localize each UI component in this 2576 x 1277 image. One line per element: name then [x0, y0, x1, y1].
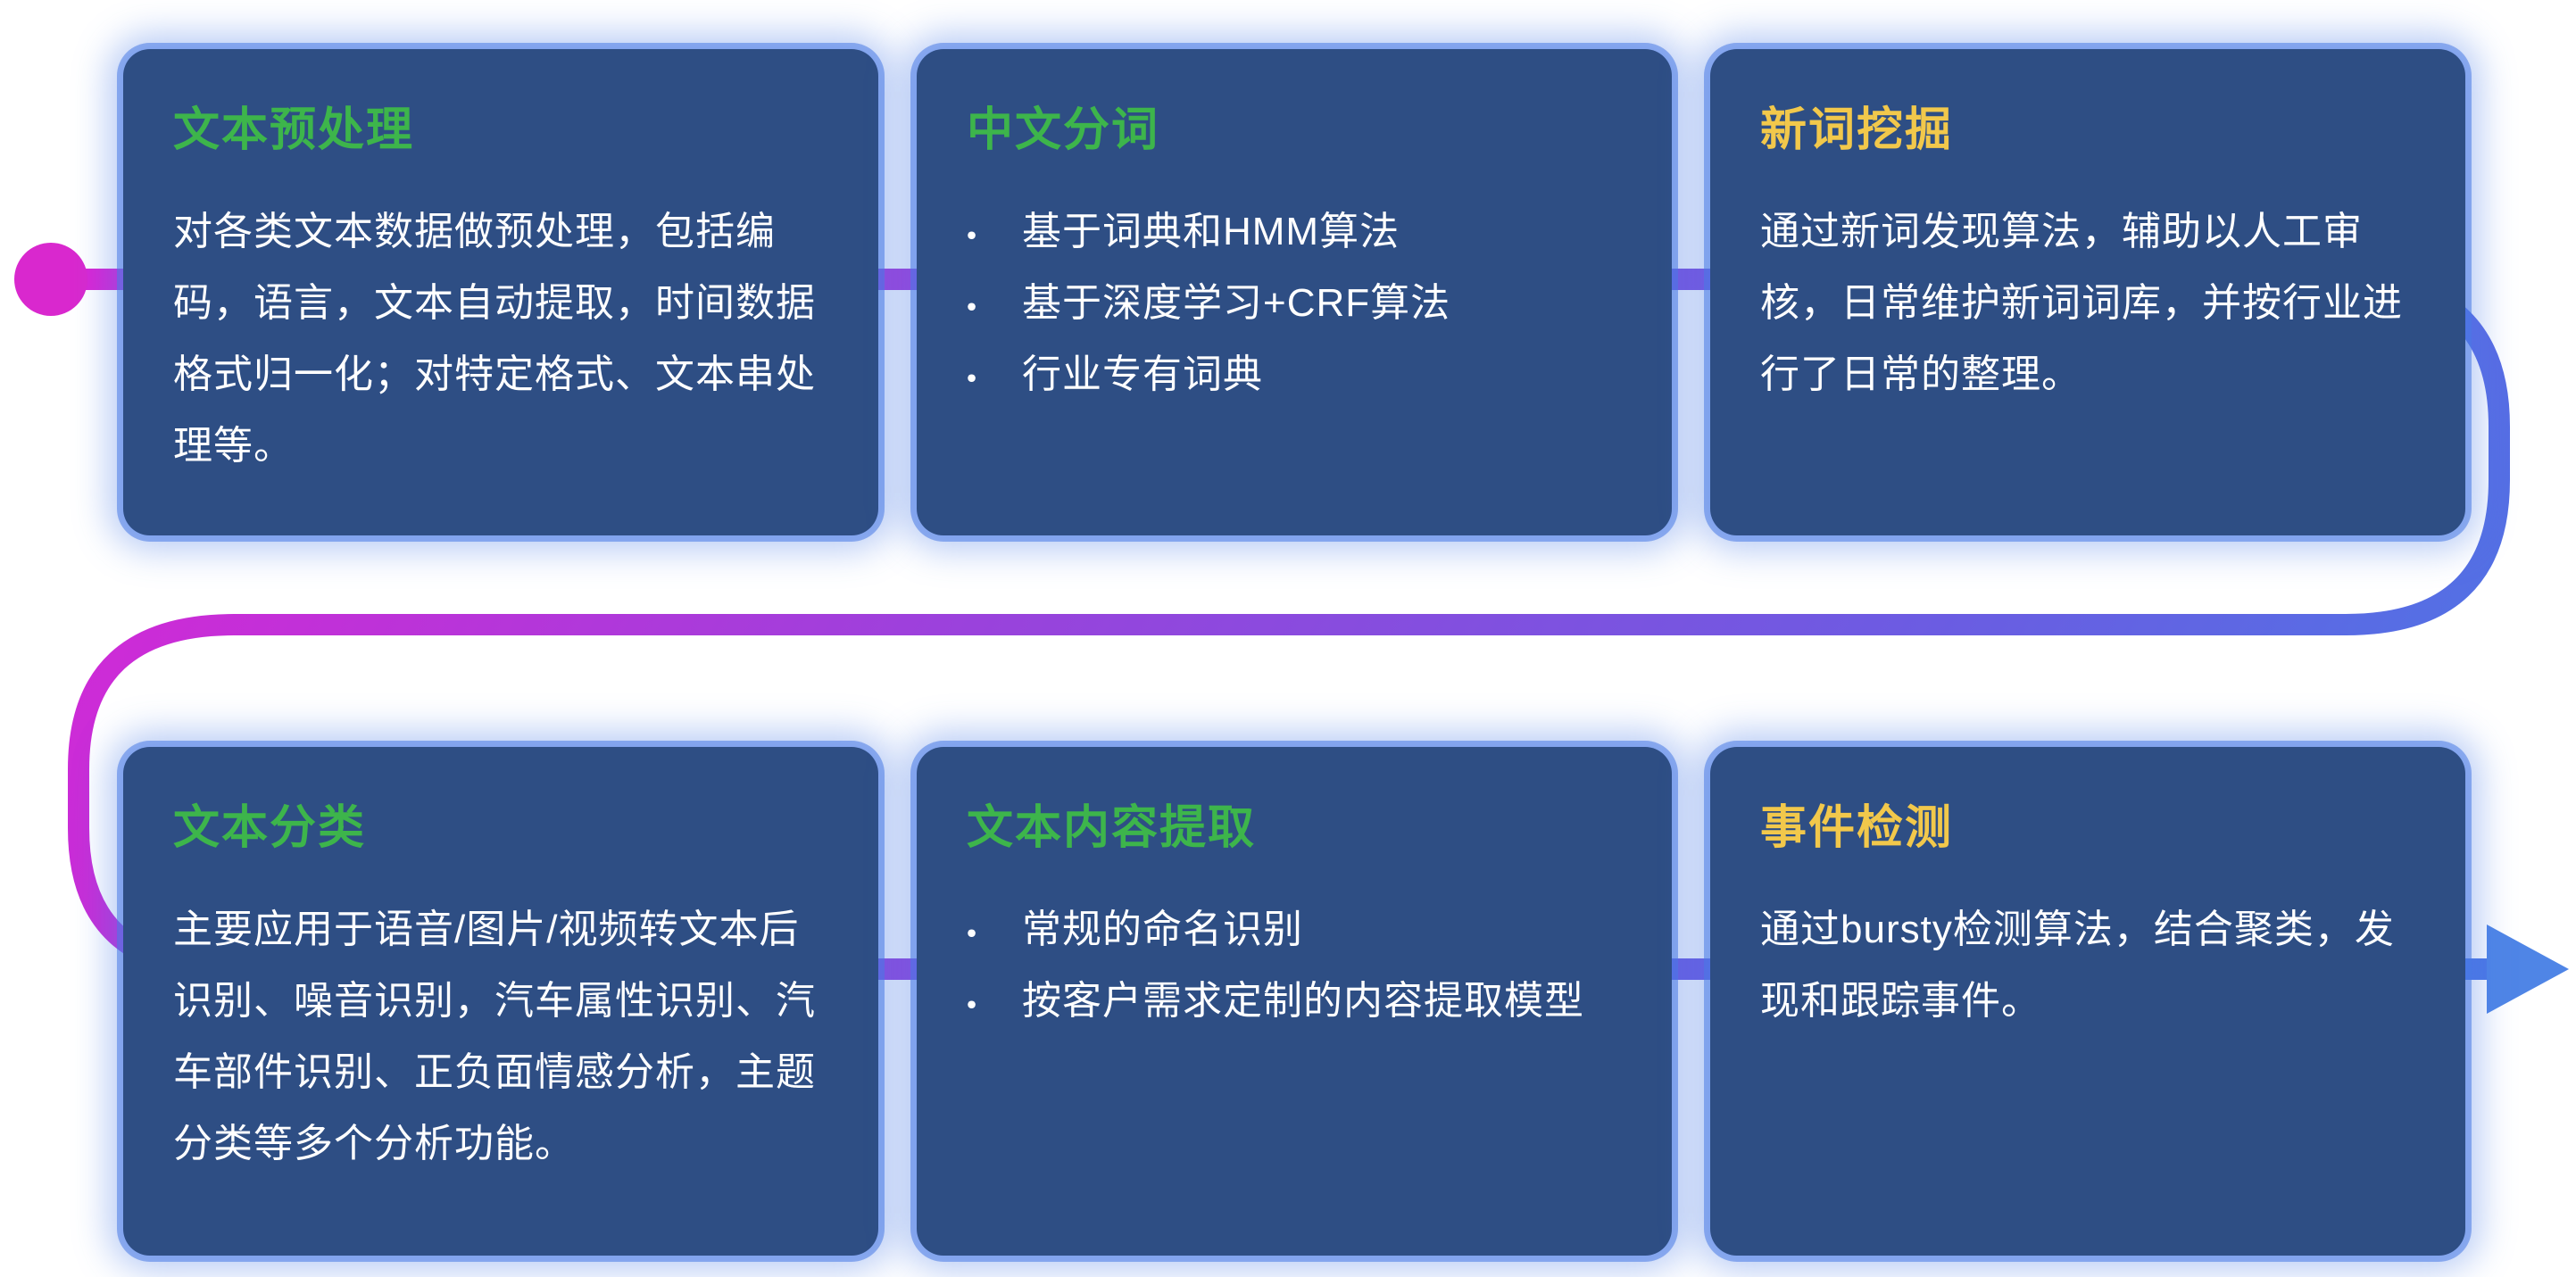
flow-path	[40, 269, 2510, 980]
card-bullet-list: 基于词典和HMM算法基于深度学习+CRF算法行业专有词典	[967, 196, 1622, 410]
card-title: 新词挖掘	[1760, 104, 1954, 156]
flow-end-arrow-icon	[2487, 925, 2569, 1014]
card-bullet-item: 按客户需求定制的内容提取模型	[967, 966, 1622, 1037]
card-title: 文本内容提取	[967, 802, 1257, 854]
feature-card-text-classification: 文本分类 主要应用于语音/图片/视频转文本后识别、噪音识别，汽车属性识别、汽车部…	[123, 747, 878, 1256]
feature-card-text-preprocessing: 文本预处理 对各类文本数据做预处理，包括编码，语言，文本自动提取，时间数据格式归…	[123, 49, 878, 535]
card-title: 中文分词	[967, 104, 1160, 156]
card-bullet-list: 常规的命名识别按客户需求定制的内容提取模型	[967, 894, 1622, 1037]
card-body: 主要应用于语音/图片/视频转文本后识别、噪音识别，汽车属性识别、汽车部件识别、正…	[173, 908, 816, 1166]
card-body: 通过bursty检测算法，结合聚类，发现和跟踪事件。	[1760, 908, 2395, 1024]
card-bullet-item: 基于深度学习+CRF算法	[967, 268, 1622, 339]
card-title: 事件检测	[1760, 802, 1954, 854]
flow-start-dot	[14, 243, 87, 316]
card-bullet-item: 基于词典和HMM算法	[967, 196, 1622, 268]
card-title: 文本预处理	[173, 104, 415, 156]
feature-card-text-content-extraction: 文本内容提取 常规的命名识别按客户需求定制的内容提取模型	[917, 747, 1672, 1256]
feature-card-event-detection: 事件检测 通过bursty检测算法，结合聚类，发现和跟踪事件。	[1710, 747, 2465, 1256]
card-bullet-item: 行业专有词典	[967, 339, 1622, 410]
card-body: 通过新词发现算法，辅助以人工审核，日常维护新词词库，并按行业进行了日常的整理。	[1760, 210, 2403, 397]
card-grid: 文本预处理 对各类文本数据做预处理，包括编码，语言，文本自动提取，时间数据格式归…	[123, 49, 2465, 1256]
feature-card-chinese-word-segmentation: 中文分词 基于词典和HMM算法基于深度学习+CRF算法行业专有词典	[917, 49, 1672, 535]
card-body: 对各类文本数据做预处理，包括编码，语言，文本自动提取，时间数据格式归一化；对特定…	[173, 210, 816, 469]
card-title: 文本分类	[173, 802, 367, 854]
card-bullet-item: 常规的命名识别	[967, 894, 1622, 966]
feature-card-new-word-mining: 新词挖掘 通过新词发现算法，辅助以人工审核，日常维护新词词库，并按行业进行了日常…	[1710, 49, 2465, 535]
